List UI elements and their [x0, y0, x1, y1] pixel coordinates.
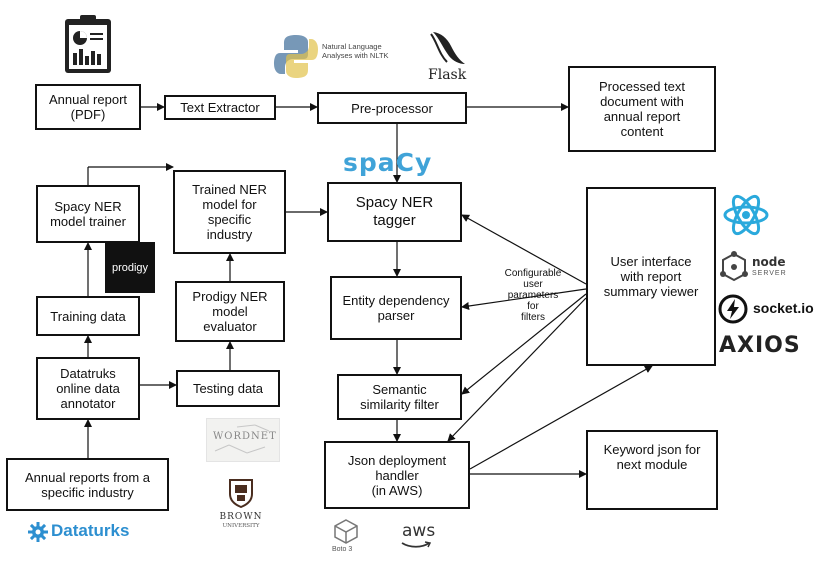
python-nltk-icon — [274, 35, 318, 78]
arrow-json-to-ui — [469, 365, 653, 470]
testing-data-box: Testing data — [176, 370, 280, 407]
training-data-box: Training data — [36, 296, 140, 336]
datatruks-annotator-box: Datatruks online data annotator — [36, 357, 140, 420]
semantic-similarity-filter-box: Semantic similarity filter — [337, 374, 462, 420]
configurable-parameters-label: Configurable user parameters for filters — [504, 268, 562, 323]
prodigy-ner-evaluator-box: Prodigy NER model evaluator — [175, 281, 285, 342]
boto3-cube-icon — [334, 519, 358, 544]
json-deployment-handler-box: Json deployment handler (in AWS) — [324, 441, 470, 509]
flask-label: Flask — [428, 67, 467, 83]
clipboard-report-icon — [65, 15, 111, 73]
dataturks-gear-icon — [28, 522, 48, 542]
socketio-label: socket.io — [753, 300, 814, 316]
trained-ner-model-box: Trained NER model for specific industry — [173, 170, 286, 254]
wordnet-network-icon — [214, 424, 270, 454]
arrow-ui-to-json — [447, 297, 587, 442]
axios-logo: AXIOS — [719, 333, 801, 358]
dataturks-label: Dataturks — [51, 521, 130, 540]
nltk-caption: Natural Language Analyses with NLTK — [322, 42, 389, 60]
react-atom-icon — [723, 194, 769, 236]
node-logo-text: node — [752, 255, 786, 269]
brown-university-label: UNIVERSITY — [222, 523, 260, 529]
annual-report-pdf-box: Annual report (PDF) — [35, 84, 141, 130]
brown-label: BROWN — [219, 512, 263, 522]
arrow-ui-to-tagger — [461, 214, 587, 285]
processed-text-document-box: Processed text document with annual repo… — [568, 66, 716, 152]
wordnet-icon: WORDNET — [206, 418, 280, 462]
prodigy-logo-text: prodigy — [111, 261, 149, 274]
text-extractor-box: Text Extractor — [164, 95, 276, 120]
arrow-ui-to-filter — [461, 293, 587, 395]
annual-reports-industry-box: Annual reports from a specific industry — [6, 458, 169, 511]
flask-horn-icon — [430, 32, 465, 64]
wordnet-label: WORDNET — [213, 431, 277, 442]
pre-processor-box: Pre-processor — [317, 92, 467, 124]
aws-smile-icon — [401, 541, 432, 548]
spacy-ner-trainer-box: Spacy NER model trainer — [36, 185, 140, 243]
socketio-bolt-icon — [718, 294, 748, 324]
aws-logo: aws — [402, 521, 436, 541]
prodigy-logo: prodigy — [105, 242, 155, 293]
spacy-logo: spaCy — [343, 148, 433, 177]
keyword-json-box: Keyword json for next module — [586, 430, 718, 510]
spacy-ner-tagger-box: Spacy NER tagger — [327, 182, 462, 242]
boto3-label: Boto 3 — [332, 546, 353, 553]
user-interface-box: User interface with report summary viewe… — [586, 187, 716, 366]
arrow-ui-to-parser — [461, 288, 587, 310]
node-server-text: SERVER — [752, 270, 787, 277]
nodejs-icon — [720, 251, 748, 282]
entity-dependency-parser-box: Entity dependency parser — [330, 276, 462, 340]
brown-shield-icon — [229, 479, 253, 508]
